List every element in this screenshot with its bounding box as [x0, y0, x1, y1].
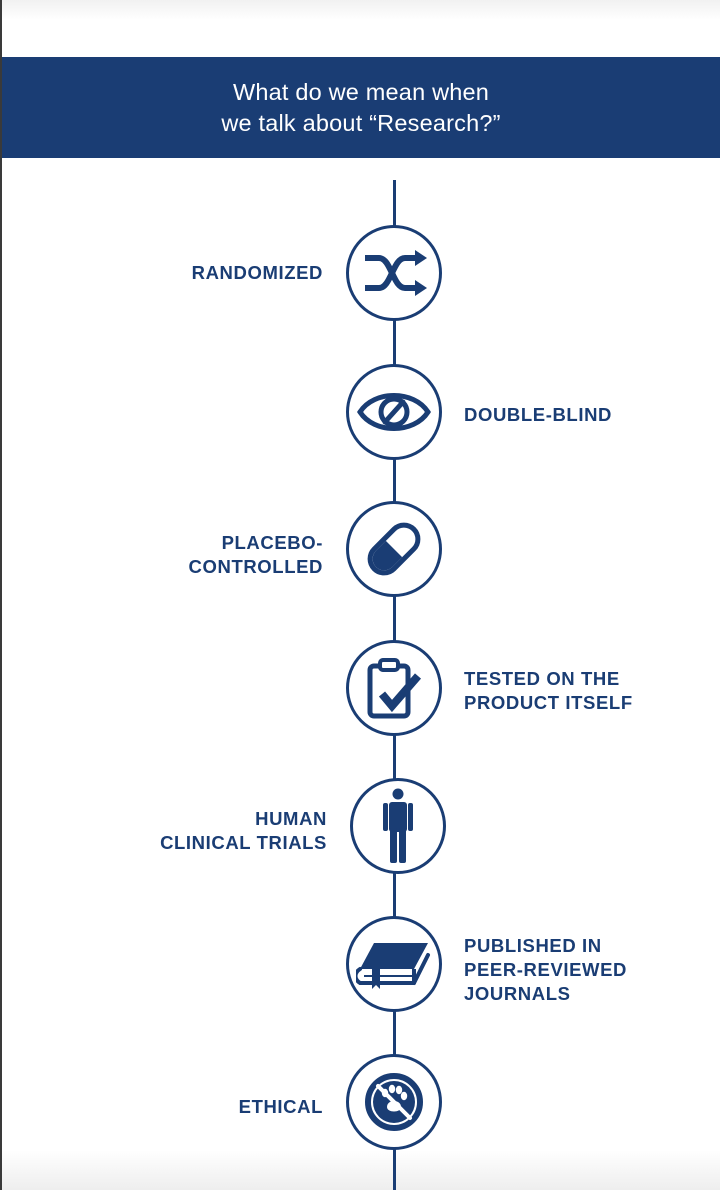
node-human-clinical-trials — [350, 778, 446, 874]
person-icon — [383, 788, 413, 863]
no-animal-testing-icon — [365, 1073, 423, 1131]
node-placebo-controlled — [346, 501, 442, 597]
node-published-journals — [346, 916, 442, 1012]
banner-title-line-2: we talk about “Research?” — [221, 109, 501, 136]
clipboard-check-icon — [367, 658, 422, 719]
node-ethical — [346, 1054, 442, 1150]
shuffle-icon — [365, 250, 427, 296]
label-ethical: ETHICAL — [238, 1096, 323, 1117]
node-randomized — [346, 225, 442, 321]
label-placebo-controlled: PLACEBO- CONTROLLED — [188, 532, 323, 577]
label-double-blind: DOUBLE-BLIND — [464, 404, 612, 425]
eye-slash-icon — [357, 393, 431, 431]
node-tested-on-product — [346, 640, 442, 736]
label-published-journals: PUBLISHED IN PEER-REVIEWED JOURNALS — [464, 935, 628, 1004]
label-human-clinical-trials: HUMAN CLINICAL TRIALS — [160, 808, 327, 853]
banner-title-line-1: What do we mean when — [232, 78, 490, 105]
label-tested-on-product: TESTED ON THE PRODUCT ITSELF — [464, 668, 633, 713]
pill-icon — [367, 522, 421, 576]
book-icon — [356, 943, 430, 989]
header-banner: What do we mean when we talk about “Rese… — [2, 57, 720, 158]
node-double-blind — [346, 364, 442, 460]
label-randomized: RANDOMIZED — [191, 262, 323, 283]
page-edge — [0, 0, 2, 1190]
